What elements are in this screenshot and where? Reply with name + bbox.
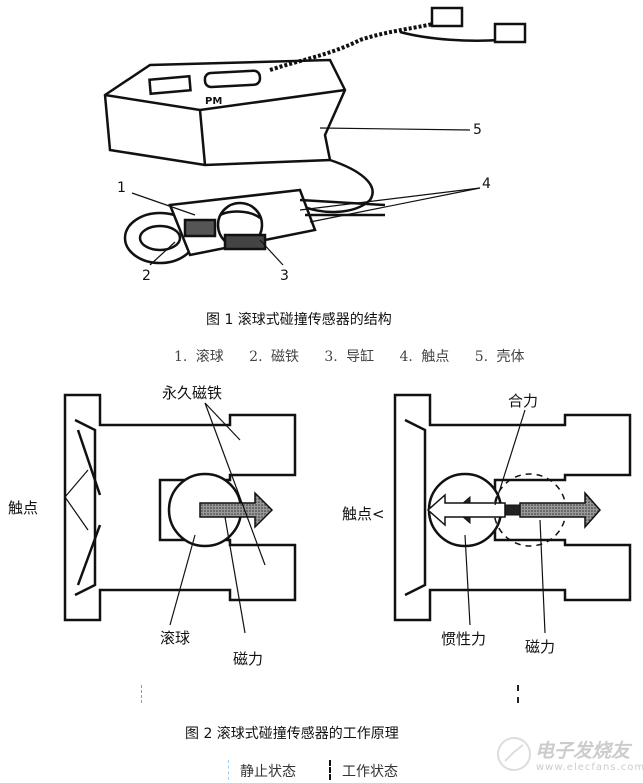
legend-item: 1. 滚球 (174, 349, 224, 365)
part-number-4: 4 (482, 176, 491, 192)
label-magnetic-force-right: 磁力 (525, 638, 556, 656)
label-magnetic-force-left: 磁力 (233, 650, 264, 668)
working-state-diagram (393, 393, 632, 622)
label-resultant-force: 合力 (508, 392, 539, 410)
part-number-5: 5 (473, 122, 482, 138)
label-inertia-force: 惯性力 (441, 630, 487, 648)
watermark-brand: 电子发烧友 (535, 740, 631, 762)
figure2-caption: 图 2 滚球式碰撞传感器的工作原理 (185, 726, 399, 742)
watermark-url: www.elecfans.com (536, 762, 643, 773)
divider (228, 760, 229, 780)
legend-item: 2. 磁铁 (249, 349, 299, 365)
right-leader-lines (464, 409, 546, 634)
figure1-legend: 1. 滚球 2. 磁铁 3. 导缸 4. 触点 5. 壳体 (174, 346, 525, 366)
divider (517, 685, 519, 703)
figure2-diagrams (63, 393, 632, 634)
legend-item: 3. 导缸 (324, 349, 375, 365)
figure1-caption: 图 1 滚球式碰撞传感器的结构 (206, 312, 392, 328)
elecfans-logo-icon (497, 737, 531, 771)
figure1-sensor-drawing: PM (103, 6, 527, 266)
label-contact-right: 触点< (342, 505, 385, 523)
label-working-state: 工作状态 (342, 764, 398, 780)
part-number-1: 1 (117, 180, 126, 196)
label-contact-left: 触点 (8, 499, 39, 517)
part-number-3: 3 (280, 268, 289, 284)
label-permanent-magnet: 永久磁铁 (162, 384, 223, 402)
legend-item: 4. 触点 (399, 349, 450, 365)
part-number-2: 2 (142, 268, 151, 284)
divider (329, 760, 331, 780)
divider (141, 685, 142, 703)
label-static-state: 静止状态 (240, 764, 296, 780)
svg-text:PM: PM (205, 96, 222, 107)
label-ball: 滚球 (160, 629, 191, 647)
left-leader-lines (64, 402, 266, 634)
static-state-diagram (63, 393, 297, 622)
legend-item: 5. 壳体 (474, 349, 525, 365)
